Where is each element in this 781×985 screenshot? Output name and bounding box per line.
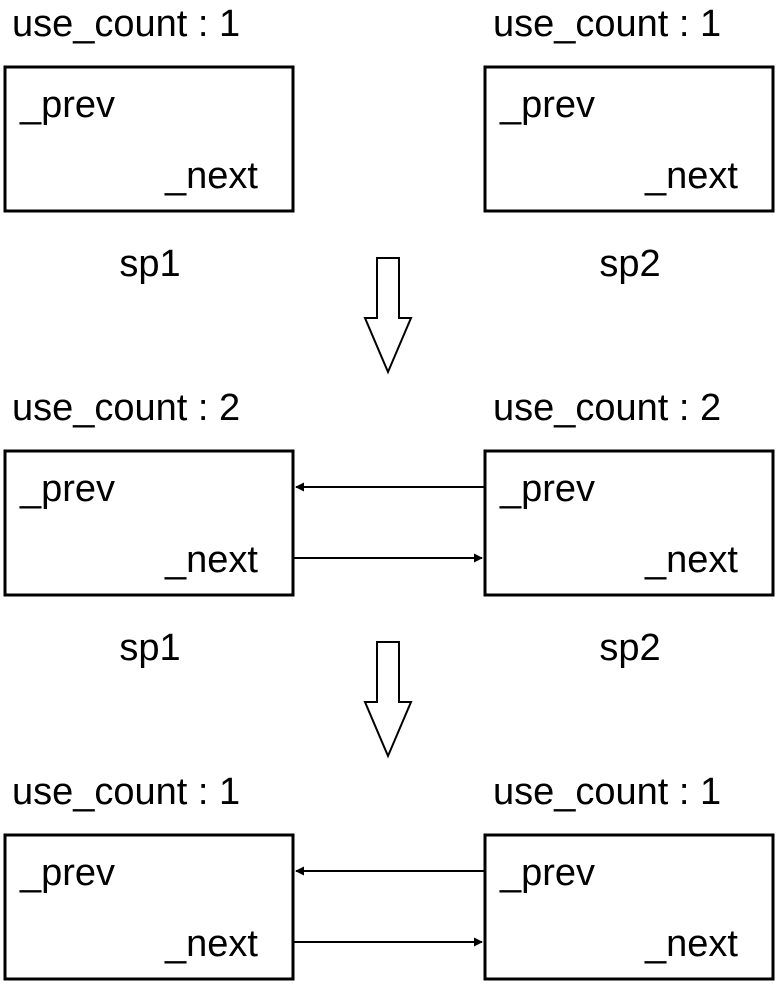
sp1-use-count: use_count : 1 xyxy=(12,3,240,45)
sp2-label: sp2 xyxy=(599,627,660,669)
sp2-node-box xyxy=(483,65,775,213)
sp1-next-field: _next xyxy=(164,539,258,581)
stage-3: use_count : 1 use_count : 1 _prev _next … xyxy=(3,771,775,981)
sp2-next-field: _next xyxy=(644,539,738,581)
transition-arrow-down-2 xyxy=(363,641,413,759)
sp2-label: sp2 xyxy=(599,243,660,285)
sp2-node-box xyxy=(483,833,775,981)
sp1-use-count: use_count : 1 xyxy=(12,771,240,813)
sp2-prev-field: _prev xyxy=(499,852,595,894)
sp2-use-count: use_count : 1 xyxy=(493,771,721,813)
sp1-node-box xyxy=(3,65,295,213)
sp1-label: sp1 xyxy=(119,243,180,285)
sp1-next-field: _next xyxy=(164,923,258,965)
sp1-node-box xyxy=(3,833,295,981)
sp2-use-count: use_count : 1 xyxy=(493,3,721,45)
sp1-node-box xyxy=(3,449,295,597)
sp2-use-count: use_count : 2 xyxy=(493,387,721,429)
sp1-prev-field: _prev xyxy=(19,468,115,510)
sp2-next-field: _next xyxy=(644,155,738,197)
sp1-prev-field: _prev xyxy=(19,852,115,894)
sp2-prev-field: _prev xyxy=(499,468,595,510)
stage-1: use_count : 1 use_count : 1 _prev _next … xyxy=(3,3,775,285)
sp1-use-count: use_count : 2 xyxy=(12,387,240,429)
sp2-next-field: _next xyxy=(644,923,738,965)
sp2-prev-field: _prev xyxy=(499,84,595,126)
sp1-label: sp1 xyxy=(119,627,180,669)
transition-arrow-down-1 xyxy=(363,257,413,375)
sp2-node-box xyxy=(483,449,775,597)
sp1-prev-field: _prev xyxy=(19,84,115,126)
stage-2: use_count : 2 use_count : 2 _prev _next … xyxy=(3,387,775,669)
sp1-next-field: _next xyxy=(164,155,258,197)
